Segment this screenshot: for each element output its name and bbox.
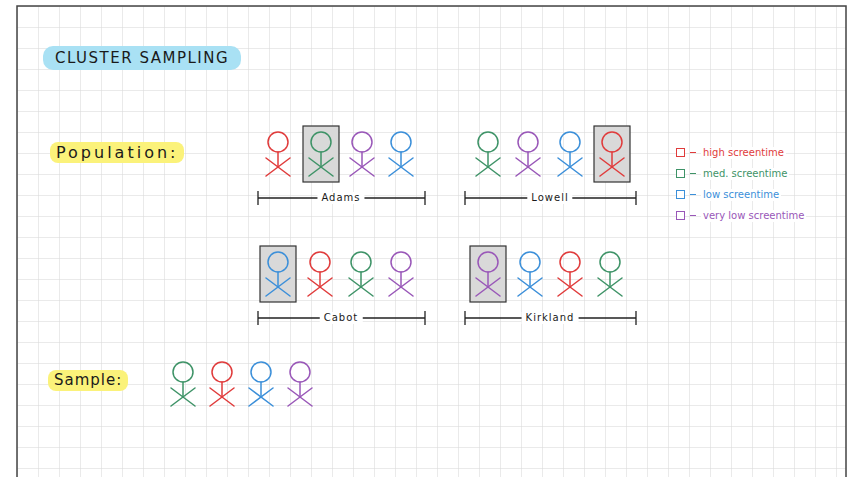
cluster-bracket (258, 311, 425, 325)
legend-swatch (676, 211, 685, 220)
legend-swatch (676, 148, 685, 157)
stick-figure (308, 252, 332, 296)
selected-box (303, 126, 339, 182)
stick-figure (600, 132, 624, 176)
legend-row: low screentime (676, 188, 781, 201)
stick-figure (350, 132, 374, 176)
selected-box (594, 126, 630, 182)
stick-figure (389, 132, 413, 176)
selected-box (260, 246, 296, 302)
page-frame (17, 6, 846, 477)
legend-dash (690, 215, 696, 216)
stick-figure (210, 362, 234, 406)
legend-swatch (676, 190, 685, 199)
stick-figure (389, 252, 413, 296)
legend-text: med. screentime (701, 168, 789, 180)
cluster-bracket (465, 191, 636, 205)
stick-figure (266, 252, 290, 296)
legend-row: high screentime (676, 146, 786, 159)
stick-figure (516, 132, 540, 176)
stick-figure (266, 132, 290, 176)
stick-figure (598, 252, 622, 296)
legend-text: high screentime (701, 147, 786, 159)
legend-dash (690, 173, 696, 174)
legend-text: very low screentime (701, 210, 806, 222)
stick-figure (558, 252, 582, 296)
section-heading: Sample: (48, 370, 128, 391)
stick-figure (288, 362, 312, 406)
stick-figure (558, 132, 582, 176)
legend-row: very low screentime (676, 209, 806, 222)
cluster-label: Adams (317, 192, 364, 204)
cluster-label: Lowell (527, 192, 572, 204)
stick-figure (309, 132, 333, 176)
cluster-bracket (258, 191, 425, 205)
legend-row: med. screentime (676, 167, 789, 180)
selected-box (470, 246, 506, 302)
legend-dash (690, 152, 696, 153)
legend-text: low screentime (701, 189, 781, 201)
stick-figure (476, 132, 500, 176)
stick-figure (171, 362, 195, 406)
cluster-label: Cabot (320, 312, 363, 324)
stick-figure (476, 252, 500, 296)
stick-figure (518, 252, 542, 296)
cluster-label: Kirkland (522, 312, 579, 324)
stick-figure (249, 362, 273, 406)
title-highlight: CLUSTER SAMPLING (43, 46, 241, 70)
legend-dash (690, 194, 696, 195)
section-heading: Population: (50, 142, 184, 163)
legend-swatch (676, 169, 685, 178)
grid-paper (17, 6, 846, 477)
stick-figure (349, 252, 373, 296)
cluster-bracket (465, 311, 636, 325)
